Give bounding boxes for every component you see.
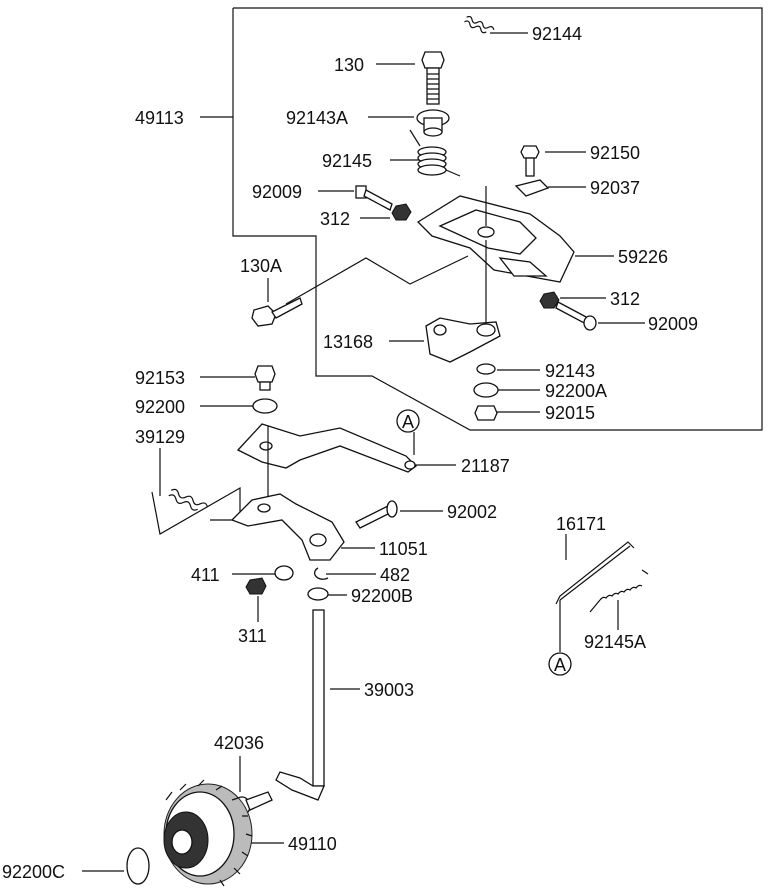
callout-A-upper-text: A <box>402 412 414 432</box>
label-11051: 11051 <box>379 539 428 559</box>
bolt-92150 <box>520 145 540 177</box>
label-92143A: 92143A <box>286 108 348 128</box>
bolt-92009-upper <box>355 185 393 211</box>
nut-312-lower <box>539 291 560 309</box>
lever-11051 <box>230 493 345 561</box>
label-92200B: 92200B <box>351 586 413 606</box>
assembly-box-outline <box>232 7 763 431</box>
label-92200C: 92200C <box>2 862 65 882</box>
nut-92015 <box>474 405 498 421</box>
label-130: 130 <box>334 55 364 75</box>
label-49113: 49113 <box>135 108 184 128</box>
leader-lines <box>82 32 645 872</box>
label-92002: 92002 <box>447 502 497 522</box>
label-92200: 92200 <box>135 397 185 417</box>
label-92150: 92150 <box>590 143 640 163</box>
bolt-92153 <box>254 365 276 391</box>
lever-21187 <box>236 423 417 498</box>
clip-92037 <box>514 179 550 197</box>
label-311: 311 <box>238 626 267 646</box>
label-42036: 42036 <box>214 733 264 753</box>
label-92200A: 92200A <box>545 381 607 401</box>
washer-92200C <box>126 847 150 885</box>
label-92145A: 92145A <box>584 632 646 652</box>
nut-312-upper <box>391 203 412 221</box>
label-92037: 92037 <box>590 178 640 198</box>
label-16171: 16171 <box>556 514 606 534</box>
label-49110: 49110 <box>288 834 337 854</box>
label-92009-lower: 92009 <box>648 314 698 334</box>
callout-A-upper: A <box>396 409 420 433</box>
washer-92200 <box>252 398 278 414</box>
label-39129: 39129 <box>135 427 185 447</box>
label-92153: 92153 <box>135 368 185 388</box>
bracket-59226 <box>416 186 575 326</box>
label-92145: 92145 <box>322 151 372 171</box>
label-59226: 59226 <box>618 247 668 267</box>
bolt-130A <box>251 297 303 327</box>
bracket-13168 <box>425 317 501 363</box>
label-21187: 21187 <box>461 456 510 476</box>
nut-311 <box>245 577 267 595</box>
bushing-92143A <box>416 109 450 137</box>
spring-92145A <box>589 569 649 613</box>
label-411: 411 <box>191 565 220 585</box>
callout-A-lower-text: A <box>554 655 566 675</box>
part-labels: 92144 130 49113 92143A 92145 92150 92009… <box>2 24 698 882</box>
spring-92145 <box>409 129 461 177</box>
washer-411 <box>274 565 294 581</box>
label-39003: 39003 <box>364 680 414 700</box>
gear-49110 <box>163 779 253 887</box>
bolt-92009-lower <box>555 301 597 331</box>
label-482: 482 <box>380 565 410 585</box>
label-312-lower: 312 <box>610 289 640 309</box>
label-13168: 13168 <box>323 332 373 352</box>
bolt-92002 <box>355 500 398 529</box>
washer-92200B <box>307 587 329 601</box>
link-rod-16171 <box>555 541 635 605</box>
bolt-130 <box>421 51 445 105</box>
label-92143: 92143 <box>545 361 595 381</box>
clip-482 <box>314 567 329 580</box>
washer-92200A <box>473 382 499 398</box>
label-130A: 130A <box>240 256 282 276</box>
linkage-wire <box>285 255 469 305</box>
label-92144: 92144 <box>532 24 582 44</box>
label-92015: 92015 <box>545 403 595 423</box>
washer-92143 <box>476 363 496 375</box>
spring-39129 <box>151 486 241 535</box>
label-312-upper: 312 <box>320 209 350 229</box>
spring-92144 <box>464 15 495 34</box>
callout-A-lower: A <box>548 652 572 676</box>
label-92009-upper: 92009 <box>252 182 302 202</box>
shaft-39003 <box>275 609 325 801</box>
